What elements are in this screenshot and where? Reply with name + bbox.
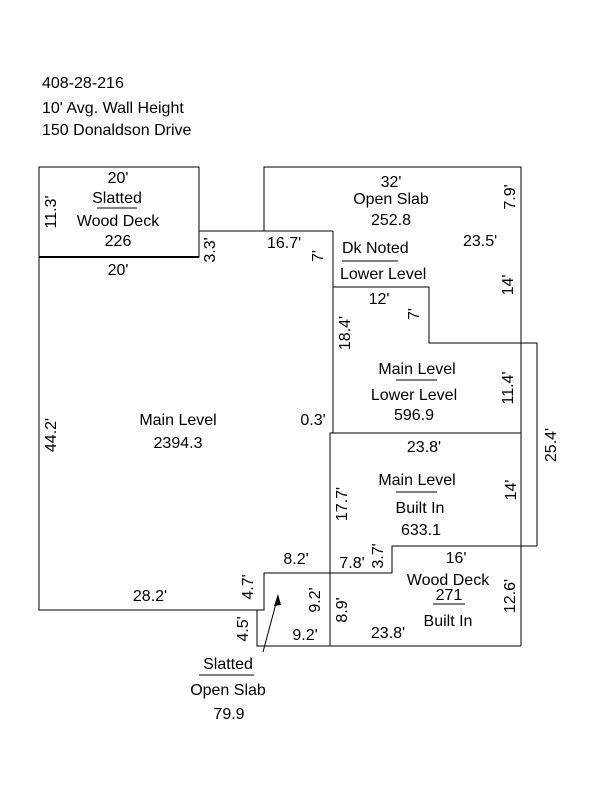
main-lower-area: 596.9 (394, 407, 434, 424)
dim-8-9: 8.9' (334, 597, 351, 622)
main-built-label-2: Built In (396, 500, 445, 517)
main-built-label-1: Main Level (378, 472, 455, 489)
main-lower-divider-left (329, 287, 334, 646)
deck-area: 226 (105, 233, 132, 250)
dim-25-4: 25.4' (543, 428, 560, 462)
dim-4-7: 4.7' (240, 574, 257, 599)
slatted-open-label-1: Slatted (203, 656, 253, 673)
slatted-open-area: 79.9 (213, 706, 244, 723)
deck-label-1: Slatted (92, 190, 142, 207)
dim-9-2-horiz: 9.2' (292, 627, 317, 644)
main-lower-label-2: Lower Level (371, 387, 457, 404)
dim-28-2: 28.2' (133, 588, 167, 605)
dim-14-lower: 14' (503, 480, 520, 501)
main-level-outline (38, 257, 330, 611)
deck-label-2: Wood Deck (77, 213, 160, 230)
dim-7-b: 7' (406, 308, 423, 320)
dim-11-4: 11.4' (500, 371, 517, 404)
slab-area: 252.8 (371, 212, 411, 229)
main-built-area: 633.1 (401, 522, 441, 539)
dim-4-5: 4.5' (235, 616, 252, 641)
dim-18-4: 18.4' (337, 316, 354, 350)
address: 150 Donaldson Drive (42, 122, 192, 139)
main-level-area: 2394.3 (154, 435, 203, 452)
wall-height-note: 10' Avg. Wall Height (42, 100, 184, 117)
dk-label-2: Lower Level (340, 266, 426, 283)
dk-label-1: Dk Noted (342, 240, 409, 257)
dim-3-7: 3.7' (370, 543, 387, 568)
dim-23-5: 23.5' (463, 233, 497, 250)
dim-7-8: 7.8' (339, 555, 364, 572)
leader-arrow-head (274, 594, 281, 606)
dim-0-3: 0.3' (300, 412, 325, 429)
dim-12-6: 12.6' (502, 579, 519, 613)
dim-16-7: 16.7' (267, 235, 301, 252)
dim-44-2: 44.2' (43, 418, 60, 452)
dim-14-upper: 14' (500, 275, 517, 296)
main-level-label: Main Level (139, 412, 216, 429)
deck-bottom-dim: 20' (108, 262, 129, 279)
dim-16: 16' (446, 550, 467, 567)
dim-8-2: 8.2' (283, 551, 308, 568)
dim-9-2-vert: 9.2' (307, 587, 324, 612)
wood-deck-area: 271 (436, 587, 463, 604)
dim-7-a: 7' (310, 250, 327, 262)
dim-12: 12' (369, 291, 390, 308)
slatted-open-label-2: Open Slab (190, 682, 266, 699)
deck-top-dim: 20' (108, 170, 129, 187)
dim-7-9: 7.9' (502, 184, 519, 209)
dk-noted-outline (332, 231, 538, 546)
wood-deck-label: Wood Deck (407, 572, 490, 589)
dim-3-3: 3.3' (202, 237, 219, 262)
parcel-id: 408-28-216 (42, 75, 124, 92)
dim-17-7: 17.7' (334, 487, 351, 521)
dim-11-3: 11.3' (43, 195, 60, 228)
dim-23-8-bottom: 23.8' (371, 625, 405, 642)
wood-deck-bottom (256, 610, 521, 647)
main-lower-label-1: Main Level (378, 361, 455, 378)
wood-deck-label-2: Built In (424, 613, 473, 630)
dim-23-8-mid: 23.8' (407, 439, 441, 456)
slab-label: Open Slab (353, 191, 429, 208)
slab-top-dim: 32' (381, 174, 402, 191)
built-in-bottom-divider (330, 545, 537, 574)
